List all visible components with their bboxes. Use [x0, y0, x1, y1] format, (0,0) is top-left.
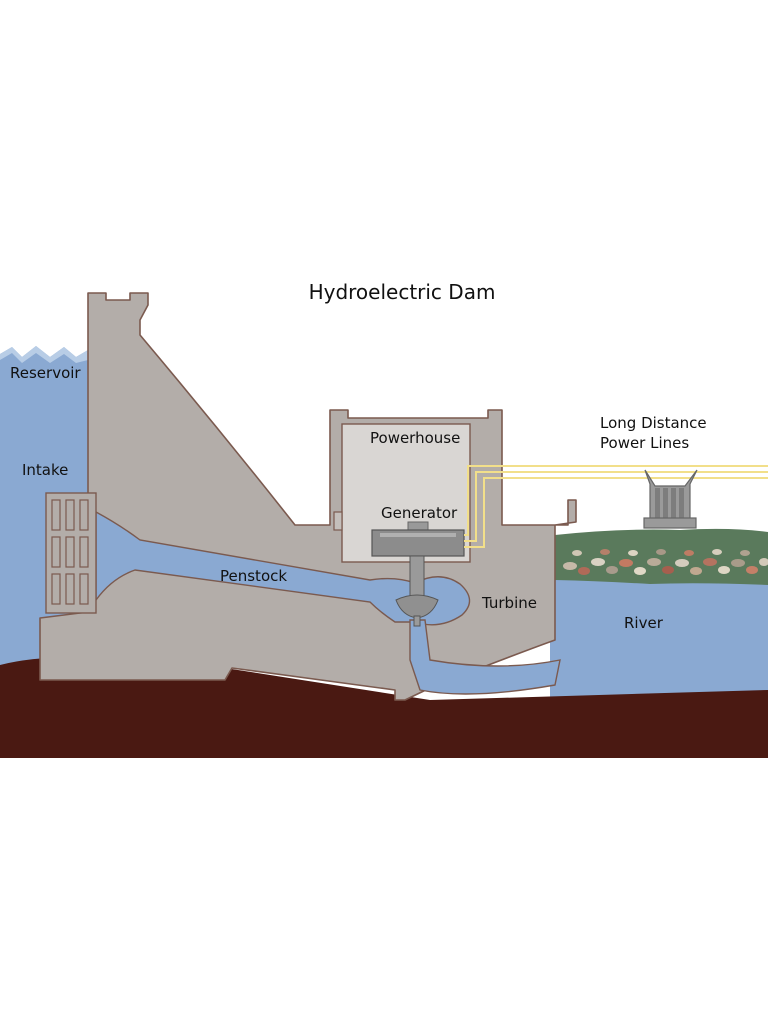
river-bank-rocks: [563, 549, 768, 575]
transmission-tower-icon: [643, 469, 698, 529]
powerhouse-side-slot: [333, 511, 343, 531]
label-generator: Generator: [381, 504, 458, 522]
diagram-title: Hydroelectric Dam: [309, 280, 496, 304]
ground: [0, 657, 768, 758]
label-power-lines-line1: Long Distance: [600, 414, 707, 432]
label-river: River: [624, 614, 664, 632]
intake-grill: [45, 492, 97, 614]
river-bank: [555, 528, 768, 585]
label-intake: Intake: [22, 461, 68, 479]
generator: [371, 521, 465, 557]
label-power-lines-line2: Power Lines: [600, 434, 689, 452]
turbine-runner: [395, 555, 439, 627]
penstock-water: [95, 510, 416, 623]
river-water: [550, 560, 768, 700]
dam-body: [39, 292, 577, 701]
label-reservoir: Reservoir: [10, 364, 81, 382]
label-turbine: Turbine: [481, 594, 537, 612]
label-powerhouse: Powerhouse: [370, 429, 460, 447]
label-penstock: Penstock: [220, 567, 287, 585]
reservoir-surface-waves: [0, 346, 88, 363]
power-lines: [464, 465, 768, 548]
draft-tube: [409, 619, 561, 695]
